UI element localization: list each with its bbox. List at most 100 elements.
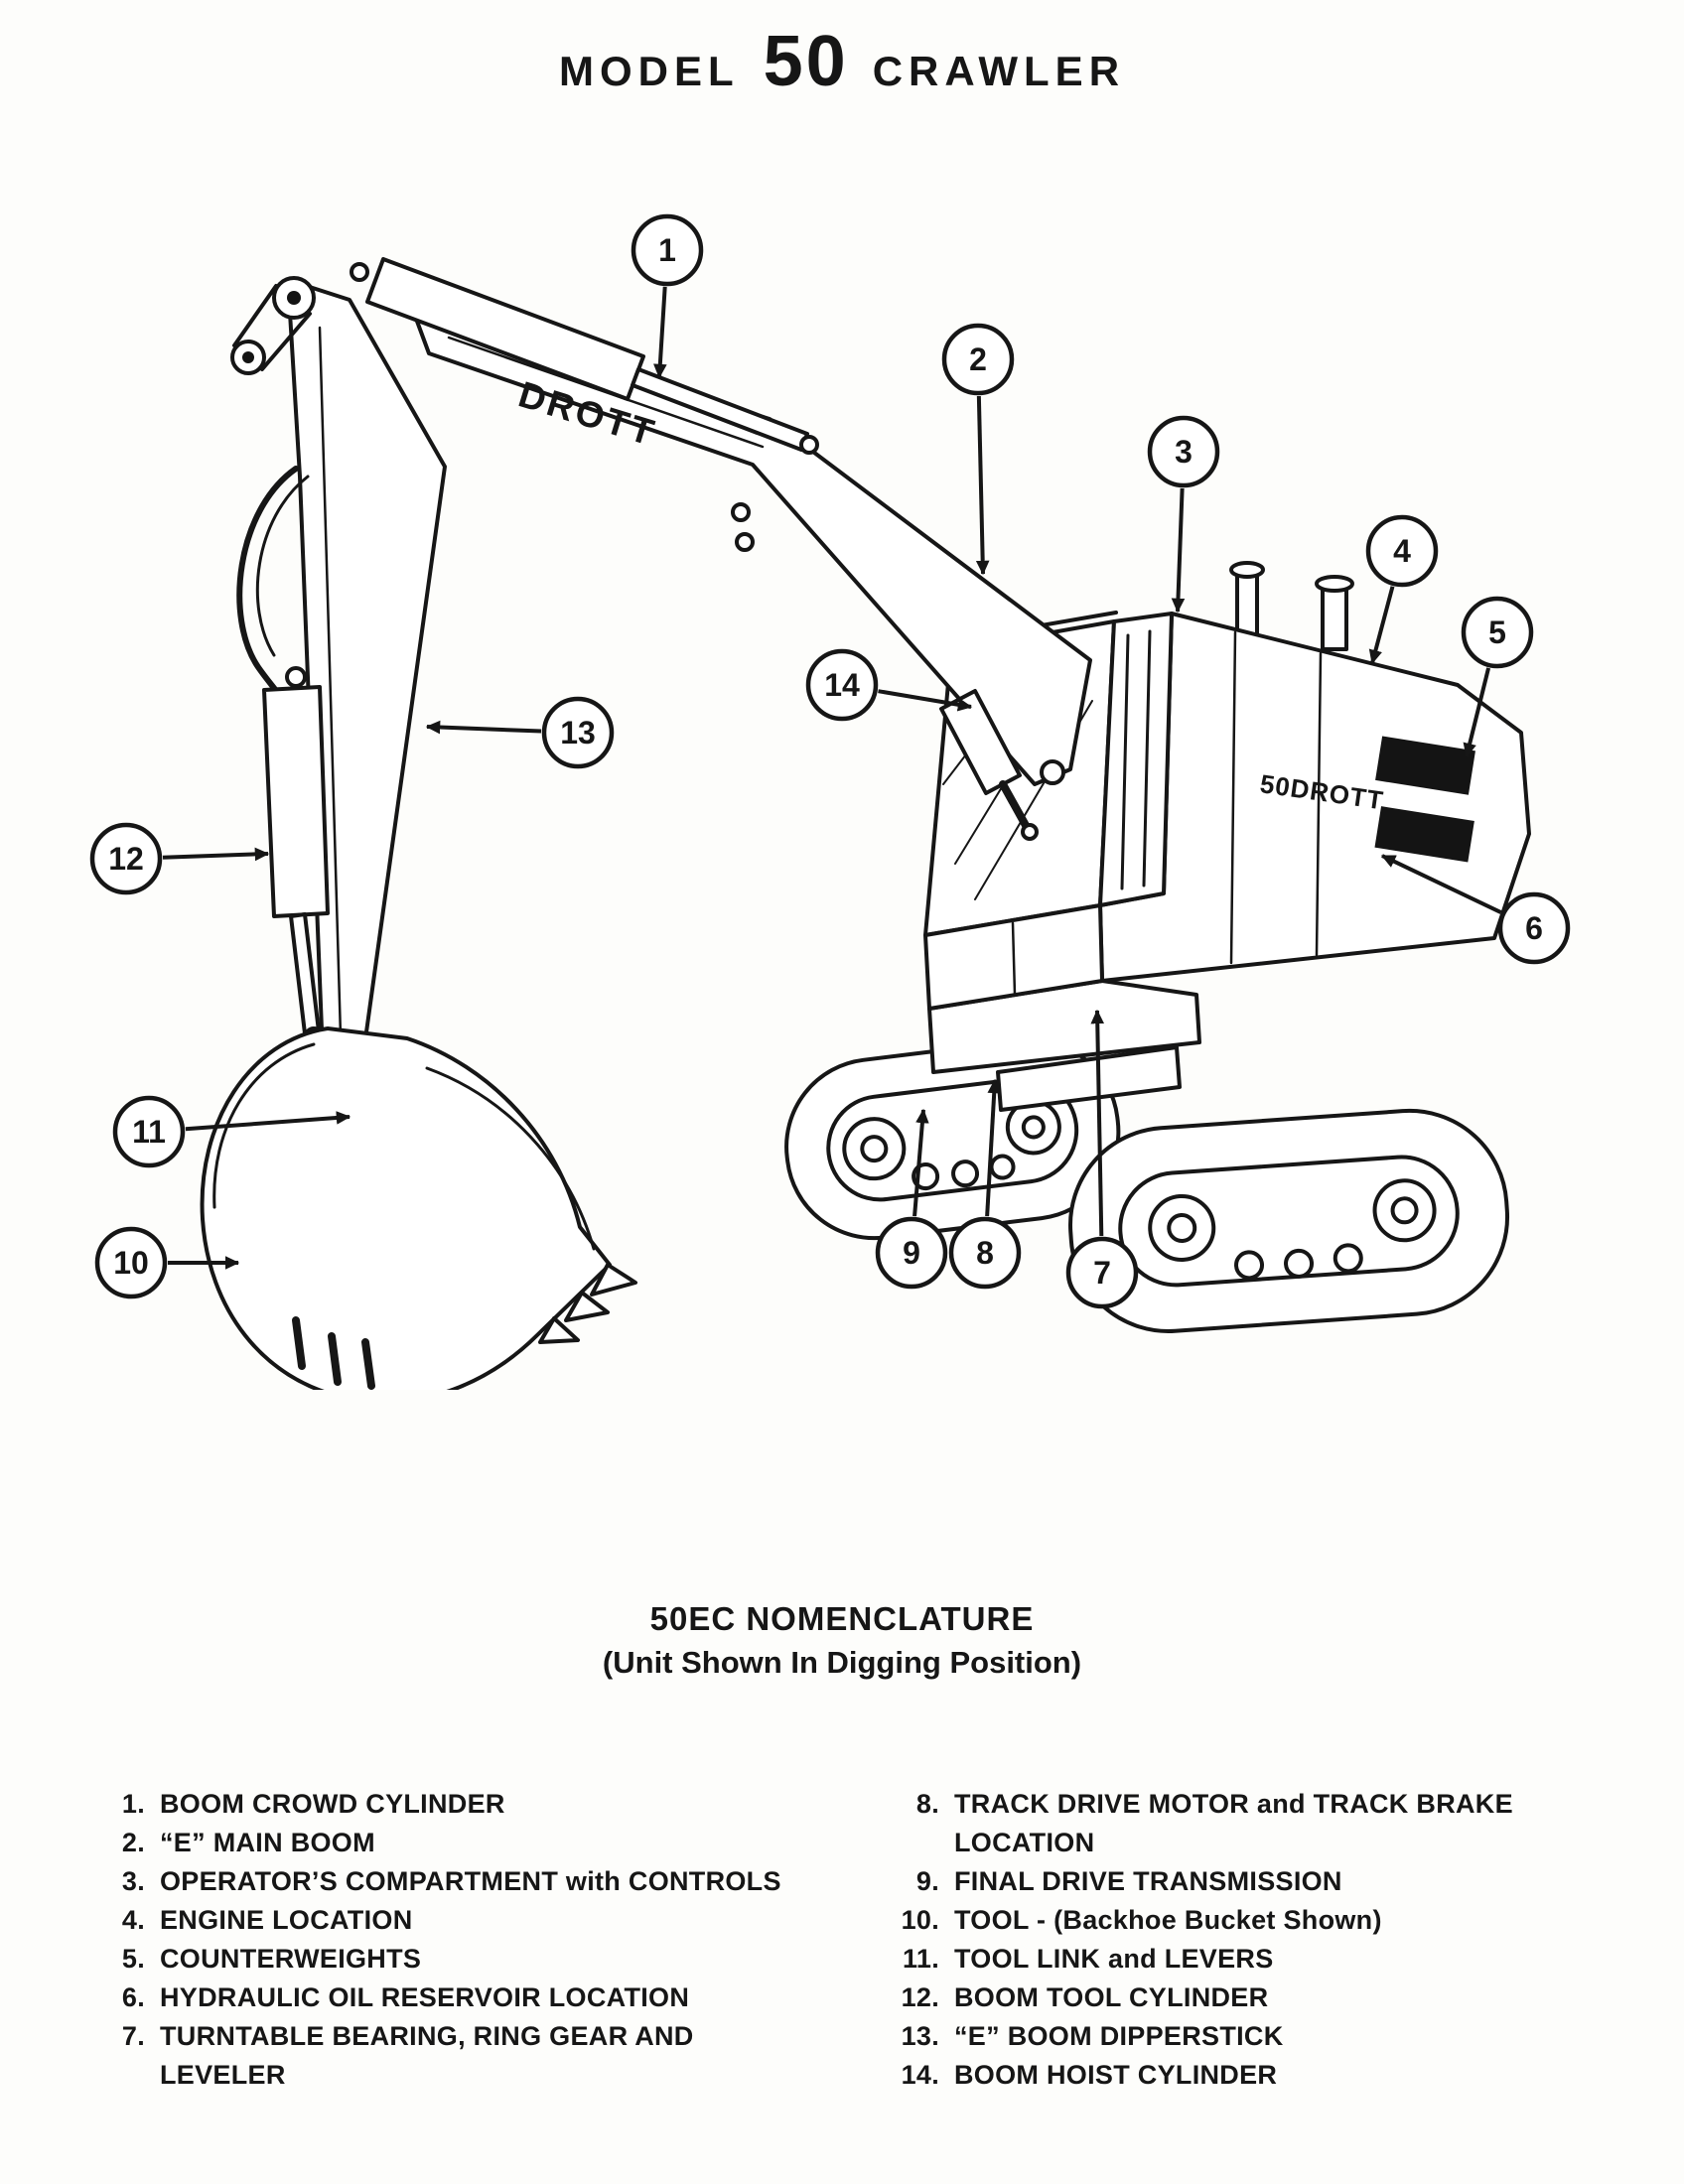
legend-item: 3.OPERATOR’S COMPARTMENT with CONTROLS	[91, 1862, 781, 1901]
callout-arrow	[1463, 667, 1491, 758]
callout-number: 6	[1525, 910, 1543, 946]
callout-circle	[941, 323, 1015, 396]
exhaust-stack	[1235, 572, 1259, 637]
callout-number: 12	[108, 841, 144, 877]
bucket-tooth	[564, 1291, 610, 1322]
callout-number: 1	[658, 232, 676, 268]
callout-number: 10	[113, 1245, 149, 1281]
backhoe-bucket	[200, 1026, 637, 1405]
exhaust-stack	[1321, 586, 1348, 651]
legend-item-number: 6.	[121, 1982, 145, 2012]
callout-number: 3	[1175, 434, 1193, 470]
legend-item-line: OPERATOR’S COMPARTMENT with CONTROLS	[160, 1866, 781, 1896]
bucket-tooth	[590, 1263, 637, 1297]
legend-item-number: 12.	[901, 1982, 939, 2012]
dipperstick	[230, 276, 447, 1084]
boom-hoist-cylinder	[939, 689, 1039, 841]
caption-title: 50EC NOMENCLATURE	[649, 1600, 1035, 1637]
callout-9: 9	[875, 1108, 948, 1290]
callout-arrow	[425, 720, 542, 735]
callout-arrow	[1090, 1009, 1105, 1237]
callout-circle	[631, 213, 704, 287]
cab-side-window	[1098, 612, 1174, 907]
legend-item: 11.TOOL LINK and LEVERS	[886, 1940, 1513, 1979]
legend-item-text: “E” MAIN BOOM	[160, 1824, 375, 1862]
callout-12: 12	[89, 822, 270, 895]
callout-4: 4	[1365, 514, 1439, 665]
callout-number: 14	[824, 667, 860, 703]
callout-arrow	[985, 1078, 1002, 1217]
legend-item-line: LEVELER	[160, 2060, 286, 2090]
legend-item: 6. HYDRAULIC OIL RESERVOIR LOCATION	[91, 1979, 781, 2017]
callout-number: 11	[132, 1114, 166, 1150]
callout-circle	[1065, 1236, 1139, 1309]
callout-circle	[948, 1216, 1022, 1290]
legend-item-number: 9.	[915, 1866, 939, 1896]
legend-column-right: 8. TRACK DRIVE MOTOR and TRACK BRAKE LOCAT…	[886, 1785, 1513, 2095]
legend-item-line: COUNTERWEIGHTS	[160, 1944, 422, 1974]
legend-item-text: HYDRAULIC OIL RESERVOIR LOCATION	[160, 1979, 689, 2017]
callout-circle	[541, 696, 615, 769]
callout-11: 11	[112, 1095, 351, 1168]
legend-item: 12. BOOM TOOL CYLINDER	[886, 1979, 1513, 2017]
legend-item-text: FINAL DRIVE TRANSMISSION	[954, 1862, 1342, 1901]
callout-number: 4	[1393, 533, 1411, 569]
excavator-illustration: 50DROTT	[200, 257, 1531, 1405]
legend-item-number: 4.	[121, 1905, 145, 1935]
legend-item-number: 14.	[901, 2060, 939, 2090]
callout-circle	[805, 648, 879, 722]
legend-item-line: “E” MAIN BOOM	[160, 1828, 375, 1857]
legend-item-text: BOOM HOIST CYLINDER	[954, 2056, 1277, 2095]
callout-number: 9	[903, 1235, 920, 1271]
legend-item-line: “E” BOOM DIPPERSTICK	[954, 2021, 1284, 2051]
legend-item-line: BOOM HOIST CYLINDER	[954, 2060, 1278, 2090]
legend-item-line: TRACK DRIVE MOTOR and TRACK BRAKE	[954, 1789, 1513, 1819]
legend-item-text: TURNTABLE BEARING, RING GEAR AND LEVELER	[160, 2017, 694, 2095]
legend-item-text: TOOL LINK and LEVERS	[954, 1940, 1274, 1979]
legend-item-text: BOOM CROWD CYLINDER	[160, 1785, 505, 1824]
legend-item-text: BOOM TOOL CYLINDER	[954, 1979, 1268, 2017]
legend-item-line: HYDRAULIC OIL RESERVOIR LOCATION	[160, 1982, 690, 2012]
caption-subtitle: (Unit Shown In Digging Position)	[602, 1645, 1082, 1680]
callout-arrow	[912, 1108, 929, 1217]
callout-arrow	[1171, 487, 1186, 614]
callout-6: 6	[1380, 854, 1571, 965]
legend-item-line: TURNTABLE BEARING, RING GEAR AND	[160, 2021, 694, 2051]
diagram-area: 50DROTT	[0, 149, 1684, 1405]
callout-arrow	[162, 847, 270, 862]
legend-item-text: COUNTERWEIGHTS	[160, 1940, 421, 1979]
callout-number: 7	[1093, 1255, 1111, 1291]
callout-arrow	[653, 286, 667, 379]
legend-item: 7. TURNTABLE BEARING, RING GEAR AND LEVELE…	[91, 2017, 781, 2095]
callout-arrow	[1368, 586, 1395, 665]
near-crawler-track	[1067, 1108, 1510, 1333]
legend-item-text: “E” BOOM DIPPERSTICK	[954, 2017, 1284, 2056]
legend-item-line: BOOM TOOL CYLINDER	[954, 1982, 1269, 2012]
legend-item-line: LOCATION	[954, 1828, 1095, 1857]
boom-crowd-cylinder	[350, 257, 819, 455]
callout-circle	[1365, 514, 1439, 588]
callout-8: 8	[948, 1078, 1022, 1290]
legend-item: 8. TRACK DRIVE MOTOR and TRACK BRAKE LOCAT…	[886, 1785, 1513, 1862]
legend-item-text: OPERATOR’S COMPARTMENT with CONTROLS	[160, 1862, 781, 1901]
callout-1: 1	[631, 213, 704, 379]
legend-item-number: 7.	[121, 2021, 145, 2051]
legend-item-number: 1.	[121, 1789, 145, 1819]
callout-circle	[89, 822, 163, 895]
legend-item-number: 8.	[915, 1789, 939, 1819]
legend-item-text: TRACK DRIVE MOTOR and TRACK BRAKE LOCATIO…	[954, 1785, 1513, 1862]
legend-item: 13.“E” BOOM DIPPERSTICK	[886, 2017, 1513, 2056]
callout-number: 5	[1488, 614, 1506, 650]
legend-item-line: ENGINE LOCATION	[160, 1905, 413, 1935]
callout-13: 13	[425, 696, 615, 769]
callout-circle	[1147, 415, 1220, 488]
legend-item-line: BOOM CROWD CYLINDER	[160, 1789, 505, 1819]
page-title: MODEL 50 CRAWLER	[0, 26, 1684, 97]
legend-item-text: ENGINE LOCATION	[160, 1901, 413, 1940]
hydraulic-hose	[255, 475, 310, 657]
legend-item: 9. FINAL DRIVE TRANSMISSION	[886, 1862, 1513, 1901]
callout-7: 7	[1065, 1009, 1139, 1309]
legend-item-line: FINAL DRIVE TRANSMISSION	[954, 1866, 1342, 1896]
legend-item-text: TOOL - (Backhoe Bucket Shown)	[954, 1901, 1382, 1940]
